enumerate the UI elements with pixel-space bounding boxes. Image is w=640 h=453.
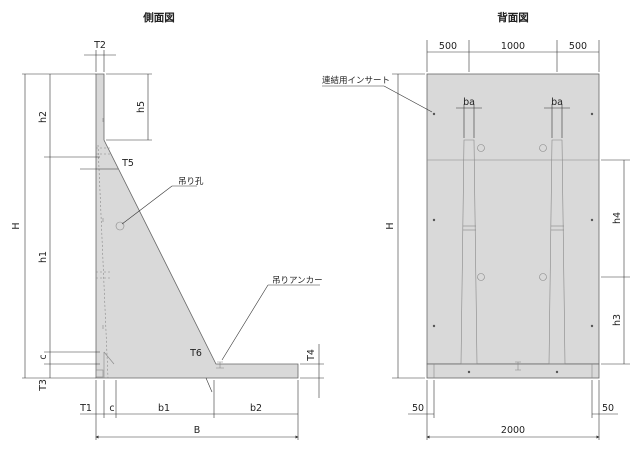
back-dim-2000: 2000: [501, 425, 525, 436]
side-dim-T1: T1: [79, 403, 92, 414]
side-dim-T2: T2: [93, 40, 106, 51]
side-haunch-line: [103, 351, 115, 365]
back-rib-left: [460, 139, 478, 365]
back-view-title: 背面図: [497, 11, 529, 24]
side-dim-c-bottom: c: [109, 403, 114, 414]
back-dim-50-right: 50: [602, 403, 614, 414]
back-dim-1000: 1000: [501, 41, 525, 52]
back-dim-H: H: [385, 222, 396, 229]
back-dim-500-right: 500: [569, 41, 587, 52]
side-dim-h2: h2: [38, 111, 49, 123]
lifting-anchor-symbol: [216, 361, 224, 369]
side-dim-H: H: [11, 222, 22, 229]
back-dim-h3: h3: [612, 314, 623, 326]
side-view-body: [95, 73, 299, 379]
side-dim-b1: b1: [158, 403, 170, 414]
back-view: 500 1000 500 連結用インサート ba ba H h4 h3: [322, 40, 630, 440]
back-dim-ba-right: ba: [551, 97, 563, 108]
back-dim-50-left: 50: [412, 403, 424, 414]
side-dim-h5: h5: [136, 101, 147, 113]
side-dim-c: c: [38, 354, 49, 359]
lifting-hole-symbol: [115, 221, 125, 231]
insert-label: 連結用インサート: [322, 75, 390, 86]
side-dim-T4: T4: [306, 349, 317, 362]
lifting-hole-label: 吊り孔: [178, 177, 204, 187]
lifting-anchor-label: 吊りアンカー: [272, 276, 323, 286]
back-dim-h4: h4: [612, 212, 623, 224]
side-internal-line: [97, 144, 109, 379]
side-dim-T5: T5: [121, 158, 134, 169]
side-dim-T3: T3: [38, 379, 49, 392]
side-dim-b2: b2: [250, 403, 262, 414]
back-dim-ba-left: ba: [463, 97, 475, 108]
back-view-panel: [426, 73, 600, 365]
side-dim-T6: T6: [189, 348, 202, 359]
back-dim-500-left: 500: [439, 41, 457, 52]
back-rib-right: [548, 139, 566, 365]
side-view: H h2 h1 c T3 T2 h5 T5 吊り孔 吊りアンカー T6: [11, 40, 324, 440]
side-view-title: 側面図: [142, 11, 175, 24]
side-dim-h1: h1: [38, 251, 49, 263]
side-dim-B: B: [194, 425, 201, 436]
back-view-base: [426, 363, 600, 379]
